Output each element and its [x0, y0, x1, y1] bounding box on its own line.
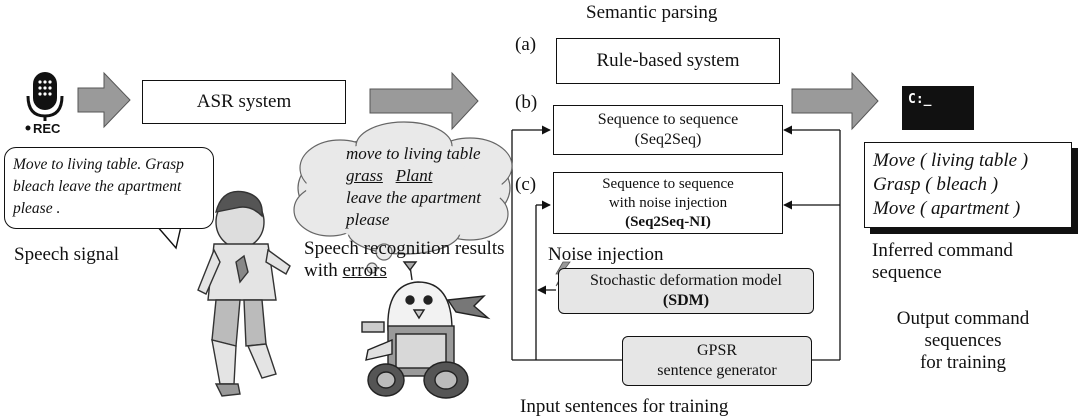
output-command-box: Move ( living table ) Grasp ( bleach ) M… [864, 142, 1072, 228]
seq2seq-ni-line-2: with noise injection [608, 194, 728, 211]
tag-a: (a) [515, 34, 537, 55]
robot-illustration [361, 261, 491, 399]
tag-b: (b) [515, 92, 538, 113]
gpsr-line-1: GPSR [696, 342, 738, 359]
seq2seq-line-2: (Seq2Seq) [634, 131, 702, 148]
rule-based-label: Rule-based system [596, 50, 740, 71]
recognition-caption-line-1: Speech recognition results [304, 238, 505, 259]
gpsr-line-2: sentence generator [657, 362, 777, 379]
input-training-caption: Input sentences for training [520, 396, 729, 417]
seq2seq-ni-line-3: (Seq2Seq-NI) [625, 213, 711, 230]
recognition-caption-line-2: with errors [304, 260, 505, 282]
asr-system-label: ASR system [196, 91, 292, 112]
sdm-box: Stochastic deformation model (SDM) [558, 268, 814, 314]
recognition-line-4: please [346, 210, 390, 229]
speech-bubble: Move to living table. Grasp bleach leave… [4, 147, 214, 229]
recognition-error-word-1: grass [346, 166, 383, 185]
block-arrow-parsing-to-output [791, 71, 879, 131]
sdm-line-1: Stochastic deformation model [590, 272, 782, 289]
output-training-line-2: for training [919, 352, 1006, 373]
output-command-1: Move ( living table ) [873, 150, 1029, 171]
tag-c: (c) [515, 174, 537, 195]
output-command-2: Grasp ( bleach ) [873, 174, 999, 195]
output-training-line-1: Output command sequences [896, 308, 1030, 351]
gpsr-box: GPSR sentence generator [622, 336, 812, 386]
block-arrow-asr-to-parsing [369, 71, 479, 131]
recognition-text: move to living table grass Plant leave t… [346, 143, 481, 231]
recognition-caption: Speech recognition results with errors [304, 238, 505, 282]
speech-bubble-text: Move to living table. Grasp bleach leave… [13, 156, 184, 217]
seq2seq-ni-line-1: Sequence to sequence [602, 175, 734, 192]
recognition-line-1: move to living table [346, 144, 481, 163]
output-sequences-line [783, 125, 841, 361]
sdm-line-2: (SDM) [662, 292, 710, 309]
noise-injection-title: Noise injection [548, 244, 664, 265]
recognition-error-word-2: Plant [395, 166, 433, 185]
microphone-icon [25, 72, 64, 131]
terminal-prompt: C:_ [908, 92, 932, 107]
recognition-line-3: leave the apartment [346, 188, 482, 207]
asr-system-box: ASR system [142, 80, 346, 124]
rule-based-box: Rule-based system [556, 38, 780, 84]
output-command-3: Move ( apartment ) [873, 198, 1021, 219]
seq2seq-ni-box: Sequence to sequence with noise injectio… [553, 172, 783, 234]
semantic-parsing-title: Semantic parsing [586, 2, 718, 23]
block-arrow-mic-to-asr [77, 71, 131, 129]
child-illustration [197, 190, 291, 397]
rec-label: REC [33, 121, 61, 136]
seq2seq-box: Sequence to sequence (Seq2Seq) [553, 105, 783, 155]
recognition-caption-errors: errors [342, 260, 387, 281]
recognition-caption-prefix: with [304, 260, 343, 281]
seq2seq-line-1: Sequence to sequence [597, 111, 739, 128]
terminal-icon [902, 86, 974, 130]
speech-signal-caption: Speech signal [14, 244, 120, 265]
recognition-line-2: grass Plant [346, 165, 481, 187]
inferred-command-caption: Inferred command sequence [872, 240, 1013, 283]
output-training-caption: Output command sequences for training [858, 308, 1068, 374]
